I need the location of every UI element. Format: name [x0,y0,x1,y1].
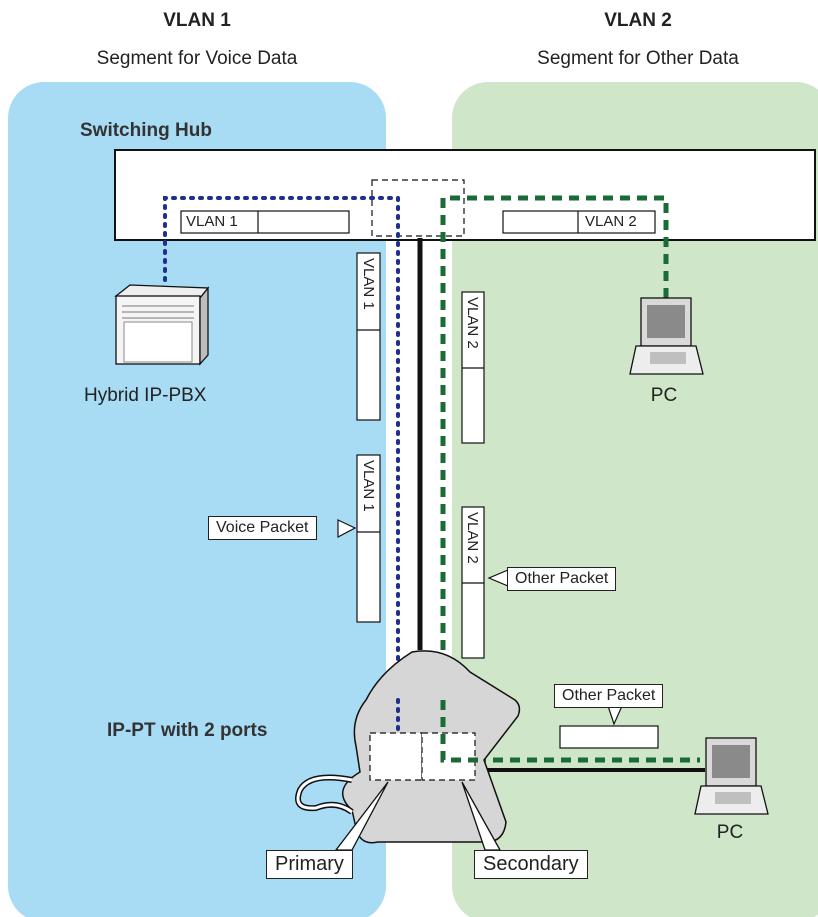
vlan1-packet-lower [356,454,381,623]
vlan1-tag-upper-text: VLAN 1 [360,258,377,310]
vlan1-zone [8,82,386,917]
hub-uplink-port-dashed [371,179,465,237]
pc-bottom-label: PC [716,822,744,843]
switching-hub-label: Switching Hub [80,120,212,141]
phone-port-primary [369,732,423,781]
pbx-label: Hybrid IP-PBX [84,385,207,406]
hub-port-vlan1-label: VLAN 1 [186,213,238,230]
other-packet-box-bottom [559,725,659,749]
vlan2-title: VLAN 2 [604,10,672,31]
other-packet-callout-right: Other Packet [507,567,617,591]
pc-top-icon [629,297,704,375]
vlan2-path-port-segment [440,700,478,763]
pc-top-label: PC [650,385,678,406]
vlan1-tag-lower-text: VLAN 1 [360,460,377,512]
pc-bottom-icon [694,737,769,815]
primary-port-label: Primary [266,850,353,879]
vlan2-tag-lower-text: VLAN 2 [464,512,481,564]
vlan2-zone [452,82,818,917]
phone-label: IP-PT with 2 ports [107,720,268,741]
vlan1-subtitle: Segment for Voice Data [96,48,298,69]
other-packet-callout-bottom: Other Packet [554,684,664,708]
vlan2-subtitle: Segment for Other Data [537,48,739,69]
vlan1-packet-upper [356,252,381,421]
hub-port-vlan2 [502,210,656,234]
secondary-port-label: Secondary [474,850,588,879]
phone-port-secondary [421,732,476,781]
pbx-icon [114,284,210,366]
hub-port-vlan1 [180,210,350,234]
hub-port-vlan2-label: VLAN 2 [585,213,637,230]
vlan1-title: VLAN 1 [163,10,231,31]
voice-packet-callout: Voice Packet [208,516,317,540]
vlan2-tag-upper-text: VLAN 2 [464,297,481,349]
vlan2-path [440,195,700,763]
voice-packet-pointer [337,519,357,538]
vlan1-path [163,196,400,737]
